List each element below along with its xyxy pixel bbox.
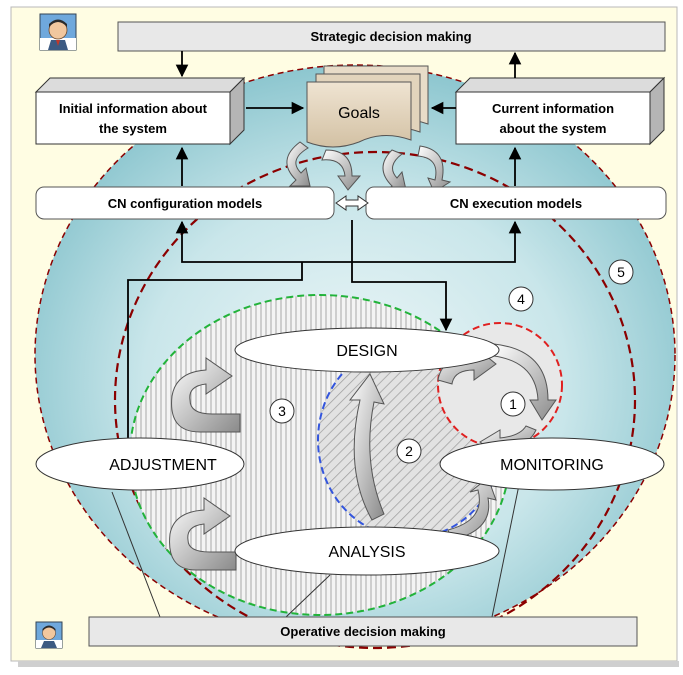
initial-info-box: Initial information about the system <box>34 76 246 146</box>
adjustment-ellipse <box>35 437 245 491</box>
current-info-line2: about the system <box>500 121 607 136</box>
initial-info-line2: the system <box>99 121 167 136</box>
number-badge-5: 5 <box>608 259 634 285</box>
operative-bar-label: Operative decision making <box>280 624 446 639</box>
config-models-bar <box>35 186 335 220</box>
exec-models-label: CN execution models <box>450 196 582 211</box>
goals-cycle-arrows <box>286 141 452 193</box>
number-badge-4: 4 <box>508 286 534 312</box>
design-ellipse <box>234 327 500 373</box>
analysis-label: ANALYSIS <box>328 544 405 561</box>
design-label: DESIGN <box>336 343 397 360</box>
monitoring-ellipse <box>439 437 665 491</box>
strategic-bar-label: Strategic decision making <box>310 29 471 44</box>
svg-text:5: 5 <box>617 264 625 280</box>
number-badge-3: 3 <box>269 398 295 424</box>
goals-label: Goals <box>338 105 380 122</box>
strategic-bar <box>117 21 666 52</box>
operative-bar <box>88 616 638 647</box>
person-icon <box>35 621 63 649</box>
number-badge-1: 1 <box>500 391 526 417</box>
adjustment-label: ADJUSTMENT <box>109 457 217 474</box>
svg-text:4: 4 <box>517 291 525 307</box>
frame-shadow-bottom <box>18 661 679 667</box>
current-info-line1: Current information <box>492 101 614 116</box>
config-models-label: CN configuration models <box>108 196 263 211</box>
svg-text:2: 2 <box>405 443 413 459</box>
number-badge-2: 2 <box>396 438 422 464</box>
analysis-ellipse <box>234 526 500 576</box>
operative-links <box>111 479 521 618</box>
current-info-box: Current information about the system <box>454 76 666 146</box>
svg-text:3: 3 <box>278 403 286 419</box>
initial-info-line1: Initial information about <box>59 101 208 116</box>
adjustment-cycle-arrows <box>169 357 241 571</box>
svg-text:1: 1 <box>509 396 517 412</box>
connector-lines <box>127 51 522 460</box>
goals-stack: Goals <box>306 65 429 148</box>
models-double-arrow <box>335 195 369 211</box>
person-icon <box>39 13 77 51</box>
monitoring-label: MONITORING <box>500 457 604 474</box>
ellipse-4 <box>113 150 637 650</box>
